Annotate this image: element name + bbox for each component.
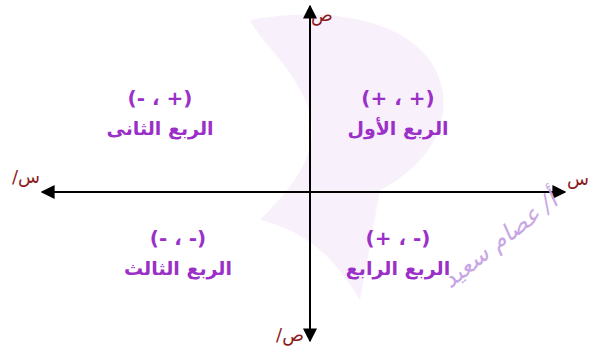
sign-pair: (- ، -) — [150, 226, 206, 250]
sign-pair: (+ ، -) — [366, 226, 431, 250]
sign-pair: (+ ، +) — [361, 86, 434, 110]
watermark: أ/ عصام سعيد — [436, 186, 563, 294]
axis-label: س/ — [12, 166, 40, 187]
quadrant-name: الربع الثانى — [106, 117, 213, 139]
axis-label: ص — [311, 4, 333, 25]
sign-pair: (- ، +) — [128, 86, 193, 110]
axis-label: ص/ — [276, 324, 304, 345]
quadrant-name: الربع الرابع — [346, 257, 450, 279]
y-axis — [309, 6, 311, 341]
axis-label: س — [567, 168, 589, 189]
x-axis — [42, 191, 565, 193]
quadrant-name: الربع الثالث — [124, 257, 232, 279]
quadrant-name: الربع الأول — [347, 117, 448, 139]
